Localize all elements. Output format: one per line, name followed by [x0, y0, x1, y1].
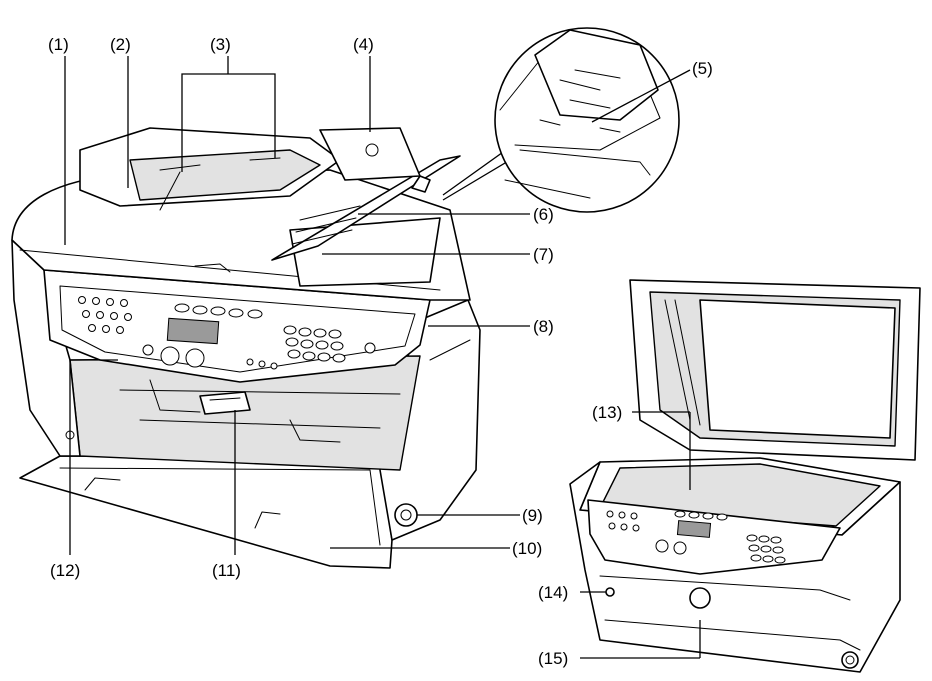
second-panel-keys — [606, 510, 786, 564]
power-button — [394, 503, 418, 527]
direct-print-port — [689, 587, 711, 609]
numeric-keypad — [246, 325, 376, 370]
callout-12: (12) — [50, 561, 80, 580]
callout-4: (4) — [353, 35, 374, 54]
print-head-holder — [199, 391, 251, 415]
panel-function-keys — [142, 303, 263, 368]
paper-output-tray — [19, 455, 393, 569]
callout-3: (3) — [210, 35, 231, 54]
callout-1: (1) — [48, 35, 69, 54]
callout-8: (8) — [533, 317, 554, 336]
document-guide-inset — [442, 27, 680, 213]
second-operation-panel — [587, 499, 841, 575]
callout-15: (15) — [538, 649, 568, 668]
operation-panel — [43, 269, 431, 383]
panel-left-keys — [78, 296, 132, 334]
callout-10: (10) — [512, 539, 542, 558]
callout-7: (7) — [533, 245, 554, 264]
main-printer-illustration — [11, 127, 481, 569]
paper-output-slot — [604, 619, 861, 651]
callout-14: (14) — [538, 583, 568, 602]
callout-13: (13) — [592, 403, 622, 422]
document-guides — [159, 157, 281, 211]
callout-11: (11) — [212, 561, 241, 580]
lcd-display — [166, 317, 220, 345]
callout-5: (5) — [692, 59, 713, 78]
callout-2: (2) — [110, 35, 131, 54]
callout-6: (6) — [533, 205, 554, 224]
open-lid-printer-illustration — [569, 279, 921, 673]
callout-labels: (1) (2) (3) (4) (5) (6) (7) (8) (9) (10)… — [48, 35, 713, 668]
document-feeder-tray — [271, 155, 461, 261]
leader-lines — [64, 56, 701, 659]
callout-9: (9) — [522, 506, 543, 525]
